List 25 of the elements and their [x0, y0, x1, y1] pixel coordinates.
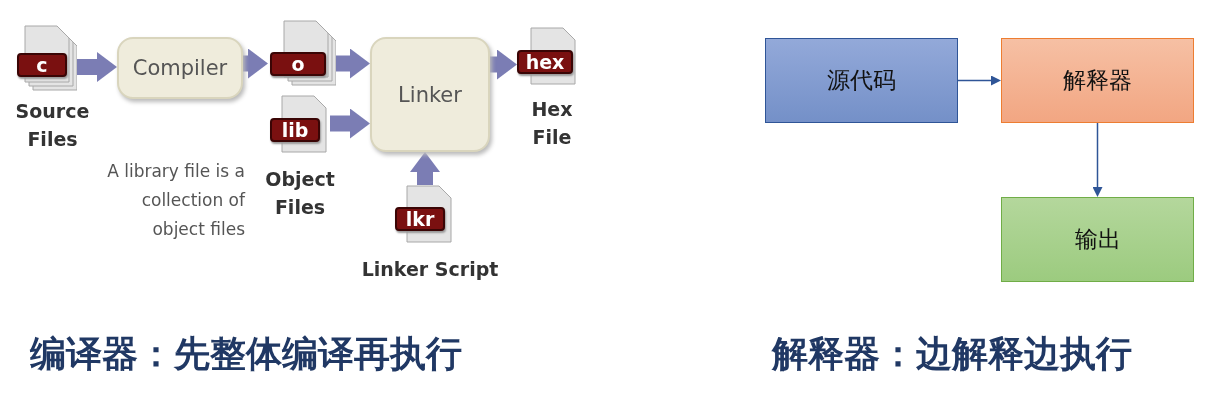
- process-box: 解释器: [1001, 38, 1194, 123]
- file-tag: c: [17, 53, 67, 77]
- file-caption: Source Files: [14, 99, 91, 152]
- file-tag: o: [270, 52, 326, 76]
- arrow: [77, 52, 117, 82]
- note-text: A library file is a collection of object files: [106, 160, 245, 241]
- arrow: [336, 48, 370, 79]
- file-caption: Linker Script: [360, 257, 500, 282]
- file-caption: Hex File: [530, 97, 574, 150]
- process-box: 源代码: [765, 38, 958, 123]
- heading-text: 编译器：先整体编译再执行: [30, 332, 463, 376]
- file-tag: lib: [270, 118, 320, 142]
- arrow: [410, 152, 440, 185]
- process-box: Linker: [370, 37, 490, 152]
- arrow: [330, 108, 370, 139]
- arrow: [957, 75, 1001, 86]
- process-box: Compiler: [117, 37, 243, 99]
- heading-text: 解释器：边解释边执行: [772, 332, 1133, 376]
- file-tag: lkr: [395, 207, 445, 231]
- arrow: [1092, 122, 1103, 197]
- arrow: [243, 48, 268, 79]
- process-box: 输出: [1001, 197, 1194, 282]
- file-tag: hex: [517, 50, 573, 74]
- arrow: [490, 49, 517, 80]
- file-caption: Object Files: [264, 167, 336, 220]
